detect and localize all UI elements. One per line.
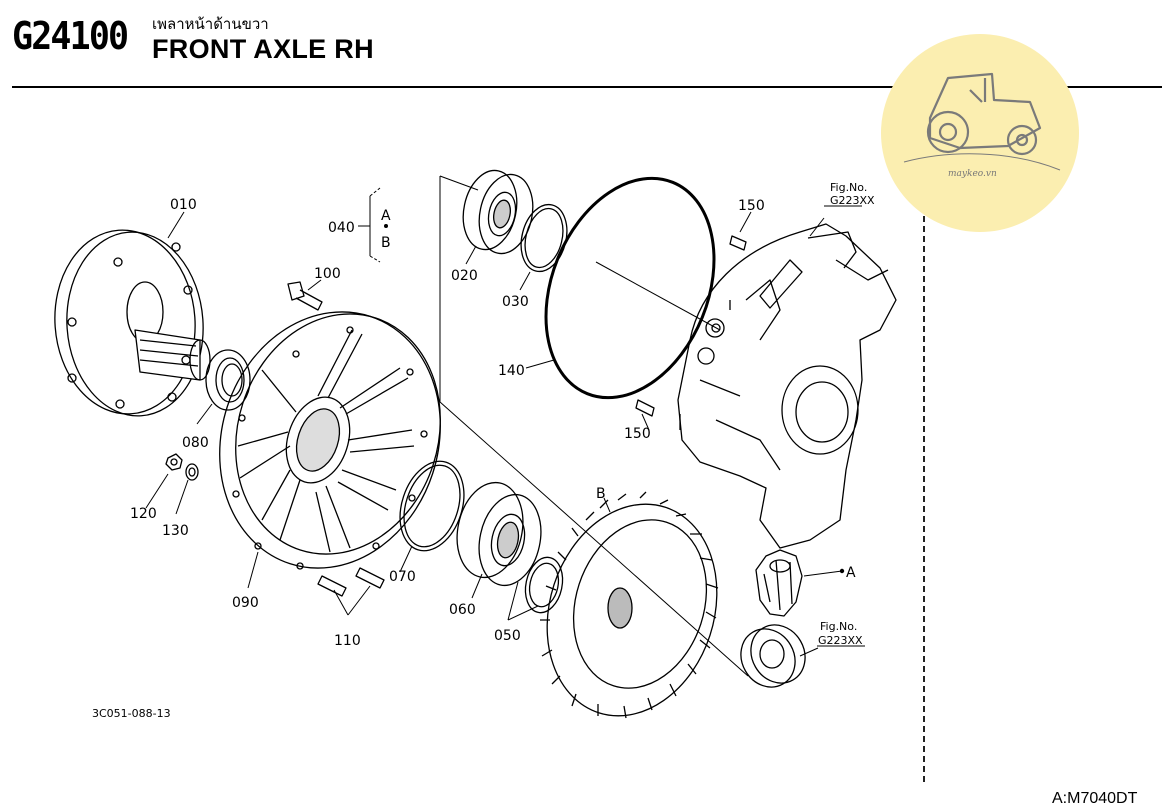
label-050: 050 — [494, 628, 521, 644]
part-130-washer — [185, 463, 199, 481]
section-divider — [923, 196, 925, 782]
part-110-studs — [317, 567, 385, 597]
part-060-bearing — [456, 481, 542, 587]
part-030-ring — [520, 203, 568, 273]
label-100: 100 — [314, 266, 341, 282]
part-120-nut — [165, 453, 183, 471]
part-bevel-gear-b — [540, 491, 719, 719]
part-020-bearing — [462, 169, 534, 255]
bracket-b: B — [381, 235, 391, 251]
tractor-icon — [903, 72, 1061, 171]
callout-a: A — [846, 565, 856, 581]
label-150-upper: 150 — [738, 198, 765, 214]
figref-lower-ref: G223XX — [818, 634, 863, 647]
label-070: 070 — [389, 569, 416, 585]
model-code: A:M7040DT — [1052, 790, 1138, 807]
label-090: 090 — [232, 595, 259, 611]
label-120: 120 — [130, 506, 157, 522]
figref-lower-label: Fig.No. — [820, 620, 857, 633]
figref-upper-ref: G223XX — [830, 194, 875, 207]
header-rule — [12, 86, 1162, 88]
part-150-pin-lower — [635, 399, 655, 417]
label-020: 020 — [451, 268, 478, 284]
label-060: 060 — [449, 602, 476, 618]
part-housing — [677, 223, 897, 549]
part-140-oring — [544, 176, 716, 400]
part-080-seal — [205, 349, 251, 411]
callout-b: B — [596, 486, 606, 502]
label-040: 040 — [328, 220, 355, 236]
watermark-text: maykeo.vn — [948, 169, 997, 179]
label-130: 130 — [162, 523, 189, 539]
part-090-cover — [219, 311, 441, 570]
part-050-shim — [524, 556, 564, 614]
watermark-logo: maykeo.vn — [881, 34, 1079, 232]
part-pinion-a — [755, 549, 803, 617]
part-010-flange — [54, 229, 211, 417]
label-010: 010 — [170, 197, 197, 213]
diagram-code: G24100 — [12, 14, 129, 58]
part-100-bolt — [287, 281, 323, 311]
label-150-lower: 150 — [624, 426, 651, 442]
title-thai: เพลาหน้าด้านขวา — [152, 16, 269, 33]
label-140: 140 — [498, 363, 525, 379]
part-150-pin-upper — [729, 235, 747, 251]
label-030: 030 — [502, 294, 529, 310]
drawing-code: 3C051-088-13 — [92, 707, 171, 720]
part-lower-bearing — [740, 624, 806, 688]
title-english: FRONT AXLE RH — [152, 34, 374, 64]
figref-upper-label: Fig.No. — [830, 181, 867, 194]
label-110: 110 — [334, 633, 361, 649]
bracket-a: A — [381, 208, 391, 224]
label-080: 080 — [182, 435, 209, 451]
